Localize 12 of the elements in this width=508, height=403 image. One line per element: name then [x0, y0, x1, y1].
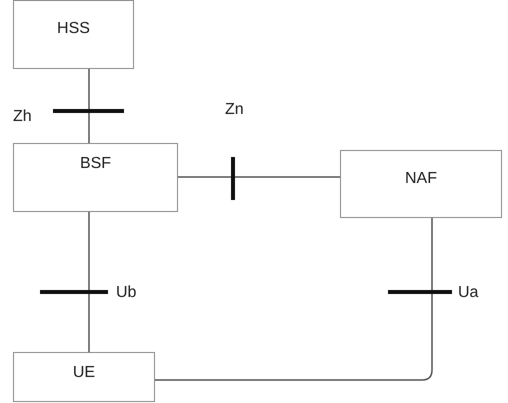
node-label: UE	[72, 365, 96, 381]
network-node-box	[13, 143, 178, 212]
node-label: HSS	[57, 21, 90, 37]
connector-line	[178, 176, 340, 178]
network-node-box	[340, 150, 502, 218]
node-label: BSF	[80, 156, 112, 172]
network-node-box	[13, 352, 155, 402]
connector-line	[88, 212, 90, 352]
network-node-box	[13, 0, 134, 69]
node-label: NAF	[405, 171, 437, 187]
connector-line	[88, 69, 90, 143]
connector-line	[155, 218, 433, 381]
